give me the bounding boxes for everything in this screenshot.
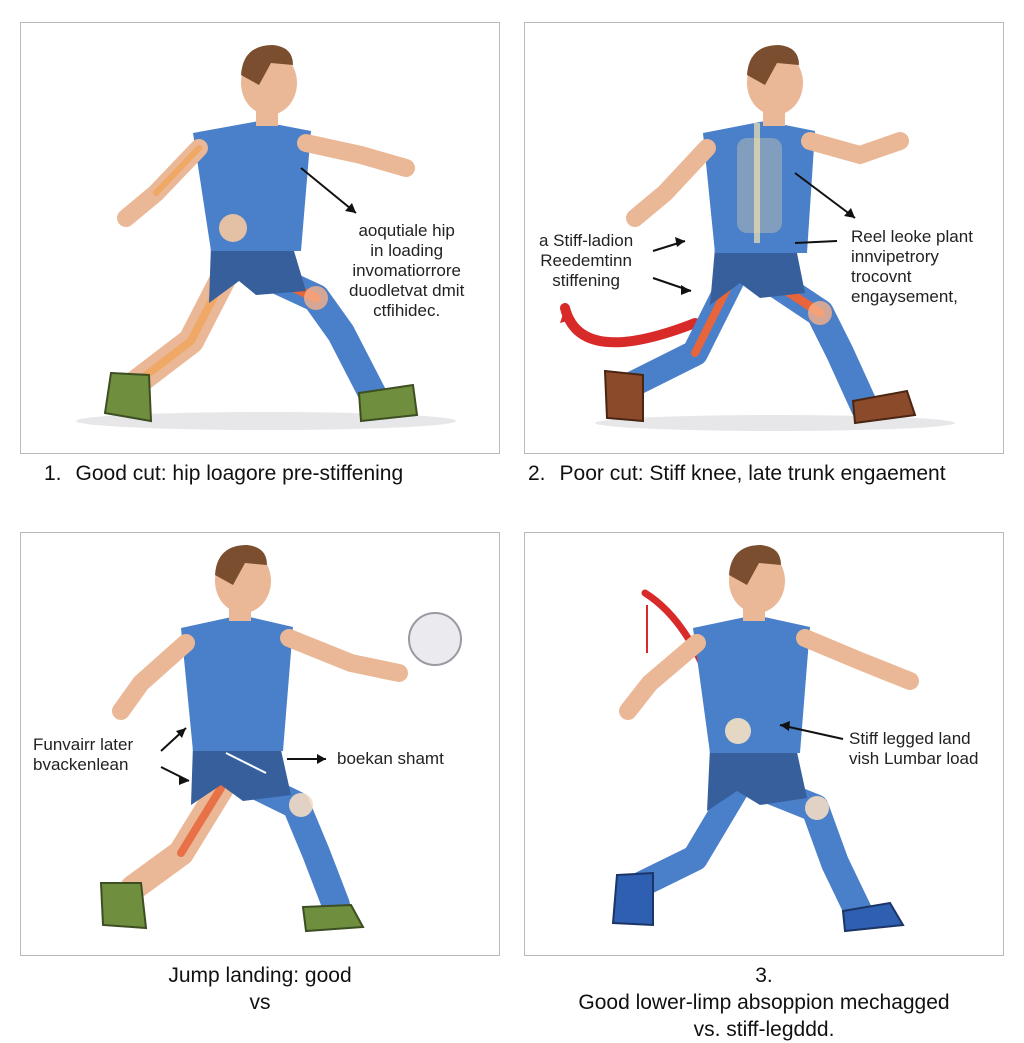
annotation-poor-cut-left: a Stiff-ladion Reedemtinn stiffening [539,231,634,290]
annotation-stiff-landing: Stiff legged land vish Lumbar load [849,729,979,768]
annotation-jump-left: Funvairr later bvackenlean [33,735,134,774]
player-illustration-good-cut [76,45,456,430]
panel-2: a Stiff-ladion Reedemtinn stiffening Ree… [524,22,1004,454]
panel-4: Stiff legged land vish Lumbar load [524,532,1004,956]
caption-panel-3: Jump landing: good vs [168,964,352,1014]
caption-panel-1: 1.Good cut: hip loagore pre-stiffening [44,462,404,485]
caption-panel-4: 3. Good lower-limp absoppion mechagged v… [578,964,950,1041]
annotation-poor-cut-right: Reel leoke plant innvipetrory trocovnt e… [851,227,973,306]
annotation-good-cut: aoqutiale hip in loading invomatiorrore … [349,221,465,320]
panel-1: aoqutiale hip in loading invomatiorrore … [20,22,500,454]
player-illustration-jump-landing-good [99,545,462,933]
annotation-jump-right: boekan shamt [337,749,444,768]
player-illustration-stiff-landing [611,545,919,933]
caption-panel-2: 2.Poor cut: Stiff knee, late trunk engae… [528,462,946,485]
panel-3: Funvairr later bvackenlean boekan shamt [20,532,500,956]
player-illustration-poor-cut [560,45,955,431]
